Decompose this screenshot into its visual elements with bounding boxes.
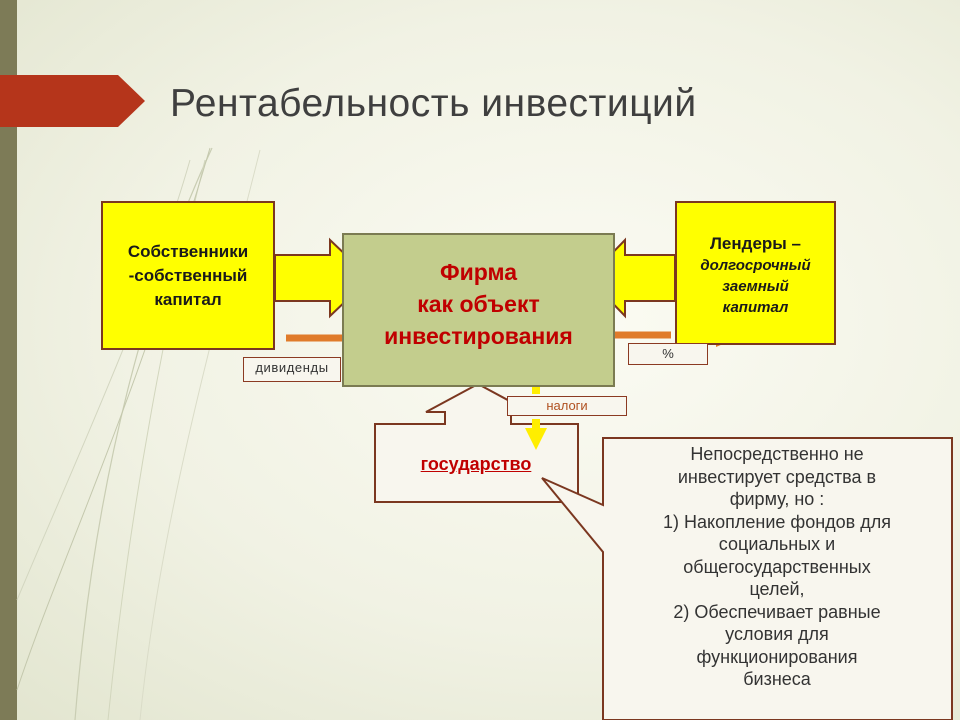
slide-title: Рентабельность инвестиций: [170, 82, 697, 125]
owners-line-1: Собственники: [127, 241, 249, 261]
lenders-line-4: капитал: [722, 299, 789, 316]
callout-line: фирму, но :: [729, 489, 825, 509]
state-label: государство: [420, 454, 532, 474]
callout-line: инвестирует средства в: [677, 466, 877, 487]
callout-line: социальных и: [718, 534, 836, 554]
lenders-line-1: Лендеры –: [710, 234, 801, 253]
firm-line-1: Фирма: [439, 259, 518, 285]
callout-line: 2) Обеспечивает равные: [673, 601, 881, 622]
firm-line-2: как объект: [417, 291, 540, 317]
owners-box: Собственники -собственный капитал: [101, 201, 275, 350]
taxes-arrowhead: [525, 428, 547, 450]
owners-line-2: -собственный: [128, 265, 248, 285]
callout-line: 1) Накопление фондов для: [663, 511, 891, 532]
callout-shape: [541, 437, 953, 720]
callout-line: функционирования: [696, 646, 858, 667]
callout-line: условия для: [725, 624, 829, 644]
lenders-line-2: долгосрочный: [700, 257, 811, 274]
callout-line: общегосударственных: [683, 556, 871, 577]
percent-label: %: [628, 343, 708, 365]
callout-line: бизнеса: [743, 669, 811, 689]
firm-line-3: инвестирования: [384, 323, 573, 349]
dividends-label: дивиденды: [243, 357, 341, 382]
taxes-label: налоги: [507, 396, 627, 416]
callout-line: целей,: [749, 579, 805, 599]
firm-box: Фирма как объект инвестирования: [342, 233, 615, 387]
lenders-line-3: заемный: [722, 278, 789, 295]
callout-text: Непосредственно не инвестирует средства …: [612, 443, 942, 691]
owners-line-3: капитал: [154, 289, 222, 309]
lenders-box: Лендеры – долгосрочный заемный капитал: [675, 201, 836, 345]
title-tab-shape: [0, 75, 145, 127]
callout-line: Непосредственно не: [690, 444, 864, 464]
left-accent-bar: [0, 0, 17, 720]
